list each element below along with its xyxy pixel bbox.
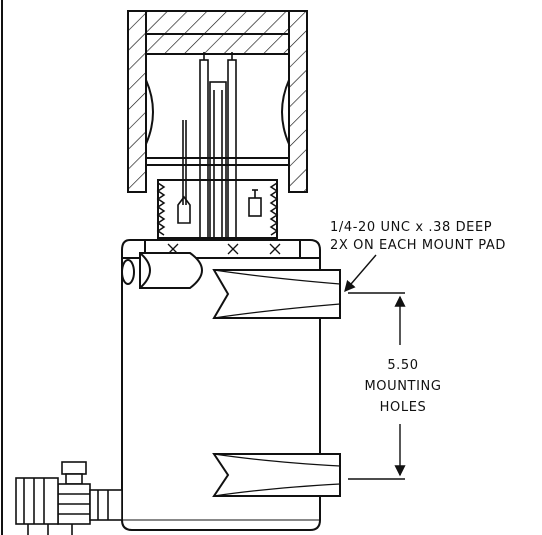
callout-quantity: 2X ON EACH MOUNT PAD bbox=[330, 238, 506, 253]
dimension-label: MOUNTING bbox=[364, 379, 442, 394]
mount-pad-lower bbox=[212, 453, 341, 497]
dimension-lines bbox=[348, 292, 406, 480]
mount-pad-upper bbox=[212, 269, 341, 319]
internal-tubes bbox=[177, 52, 262, 239]
top-housing bbox=[127, 10, 308, 239]
dimension-value: 5.50 bbox=[387, 358, 419, 373]
callout-leader bbox=[344, 254, 377, 293]
thread-left bbox=[156, 182, 279, 236]
valve-fitting bbox=[15, 461, 123, 535]
callout-thread-spec: 1/4-20 UNC x .38 DEEP bbox=[330, 220, 493, 235]
dimension-label: HOLES bbox=[379, 400, 427, 415]
